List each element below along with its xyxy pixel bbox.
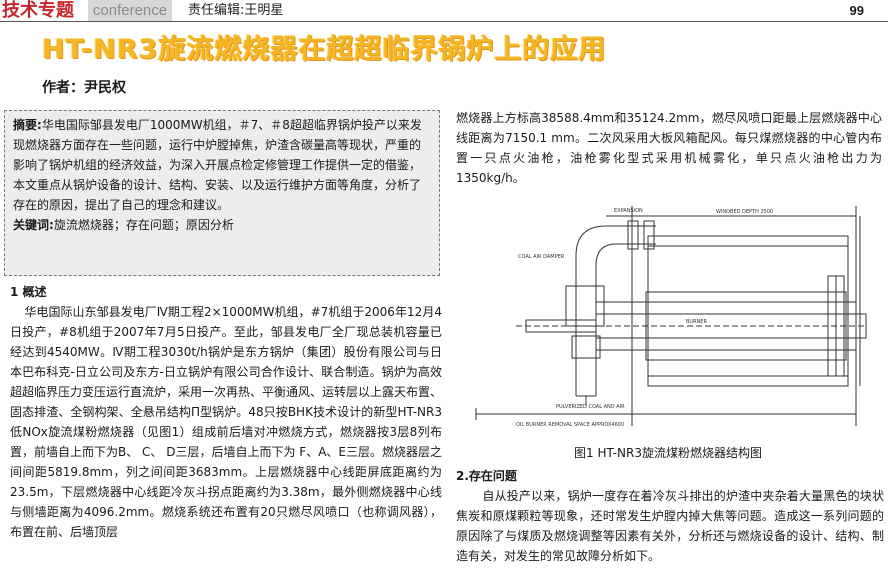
section-1-heading: 1 概述: [10, 285, 47, 299]
section-2-body: 自从投产以来，锅炉一度存在着冷灰斗排出的炉渣中夹杂着大量黑色的块状焦炭和原煤颗粒…: [456, 489, 884, 563]
right-column-top: 燃烧器上方标高38588.4mm和35124.2mm，燃尽风喷口距最上层燃烧器中…: [456, 108, 882, 188]
column-tag: 技术专题: [2, 0, 74, 21]
page-number: 99: [849, 3, 864, 18]
label-removal-space: OIL BURNER REMOVAL SPACE APPROX4600: [516, 422, 624, 428]
label-coal-damper: COAL AIR DAMPER: [518, 254, 565, 260]
keywords-label: 关键词:: [13, 218, 54, 232]
right-column-paragraph: 燃烧器上方标高38588.4mm和35124.2mm，燃尽风喷口距最上层燃烧器中…: [456, 111, 882, 185]
article-title: HT-NR3旋流燃烧器在超超临界锅炉上的应用: [42, 34, 607, 65]
abstract-paragraph: 摘要:华电国际邹县发电厂1000MW机组，＃7、＃8超超临界锅炉投产以来发现燃烧…: [13, 115, 431, 215]
editor-credit: 责任编辑:王明星: [188, 3, 284, 18]
figure-caption: 图1 HT-NR3旋流煤粉燃烧器结构图: [574, 446, 762, 460]
label-expansion: EXPANSION: [614, 208, 643, 214]
conference-tag: conference: [88, 0, 172, 21]
label-windbed: WINDBED DEPTH 2500: [716, 209, 773, 215]
keywords-line: 关键词:旋流燃烧器；存在问题；原因分析: [13, 215, 431, 235]
abstract-box: 摘要:华电国际邹县发电厂1000MW机组，＃7、＃8超超临界锅炉投产以来发现燃烧…: [4, 110, 440, 276]
header-rule: [0, 21, 888, 22]
left-column: 1 概述 华电国际山东邹县发电厂Ⅳ期工程2×1000MW机组，#7机组于2006…: [10, 282, 442, 542]
section-1-body: 华电国际山东邹县发电厂Ⅳ期工程2×1000MW机组，#7机组于2006年12月4…: [10, 305, 443, 539]
article-author: 作者：尹民权: [42, 80, 126, 96]
label-burner: BURNER: [686, 319, 707, 325]
section-2-heading: 2.存在问题: [456, 469, 517, 483]
abstract-label: 摘要:: [13, 118, 42, 132]
label-pulverized: PULVERIZED COAL AND AIR: [556, 404, 625, 410]
page-header: 技术专题 conference 责任编辑:王明星 99: [0, 0, 888, 22]
keywords-text: 旋流燃烧器；存在问题；原因分析: [53, 218, 234, 232]
burner-drawing: EXPANSION WINDBED DEPTH 2500 COAL AIR DA…: [475, 206, 867, 428]
abstract-text: 华电国际邹县发电厂1000MW机组，＃7、＃8超超临界锅炉投产以来发现燃烧器方面…: [13, 118, 422, 212]
burner-diagram: EXPANSION WINDBED DEPTH 2500 COAL AIR DA…: [456, 196, 880, 434]
